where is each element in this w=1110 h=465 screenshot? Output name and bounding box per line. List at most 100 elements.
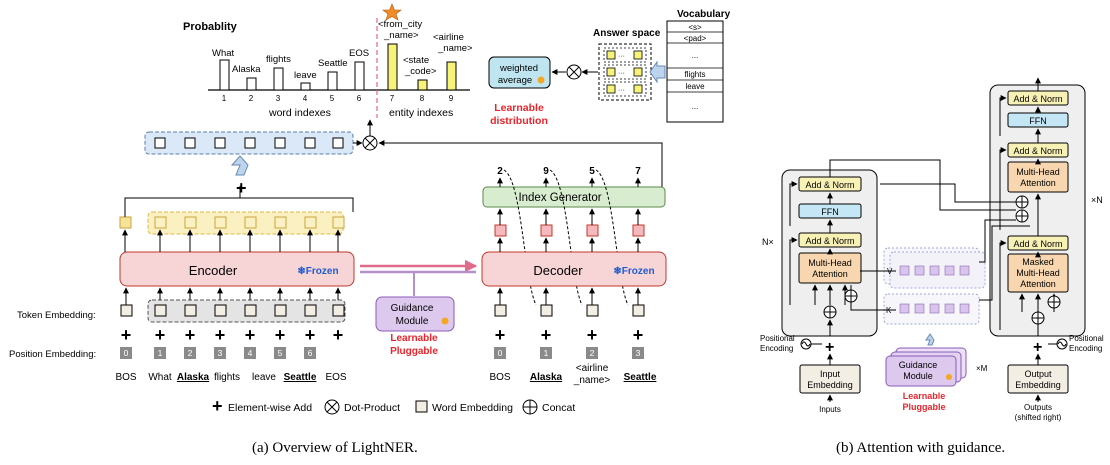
probability-title: Probablity: [183, 21, 238, 33]
enc-residual-2: [789, 181, 798, 226]
dot-product-x2: [568, 66, 580, 78]
idx-8: 8: [420, 94, 425, 103]
token-embeddings: [154, 304, 345, 317]
decoder-hidden: [494, 224, 645, 237]
vocab-item: <pad>: [684, 34, 707, 43]
svg-text:+: +: [333, 325, 344, 345]
mha-label: Multi-Head: [808, 258, 852, 268]
dec-pos: 1: [544, 348, 549, 358]
learnable-dist-1: Learnable: [494, 102, 544, 114]
guidance-module: [375, 296, 455, 332]
pos-wave: [801, 341, 811, 347]
legend-concat: Concat: [542, 402, 575, 414]
fire-icon: [441, 317, 449, 325]
bar-label-alaska: Alaska: [232, 64, 261, 75]
idx-1: 1: [222, 94, 227, 103]
dec-word: <airline: [576, 363, 609, 374]
cls-hidden: [119, 216, 132, 229]
dec-stack-arrows: [1019, 77, 1057, 336]
idx-7: 7: [390, 94, 395, 103]
input-emb-label: Embedding: [807, 380, 853, 390]
encoder-block: [119, 251, 355, 287]
weighted-label-1: weighted: [499, 63, 538, 74]
encoder-up-arrows: [122, 229, 341, 252]
arrow-generator-to-dot: [378, 140, 663, 187]
add-norm-label: Add & Norm: [1013, 239, 1062, 249]
fire-icon: [537, 76, 545, 84]
dec-word: _name>: [573, 375, 611, 386]
legend-add: Element-wise Add: [228, 402, 312, 414]
v-to-dec: [979, 219, 1016, 263]
idx-4: 4: [303, 94, 308, 103]
bar-label-leave: leave: [294, 70, 317, 81]
gen-up-arrows: [497, 177, 641, 187]
xm-label: ×M: [976, 364, 988, 373]
decoder-block: [481, 251, 667, 287]
enc-pos: 2: [188, 348, 193, 358]
idx-5: 5: [330, 94, 335, 103]
guidance-label-1: Guidance: [391, 303, 434, 314]
svg-text:+: +: [541, 325, 552, 345]
dec-pos: 0: [498, 348, 503, 358]
svg-text:+: +: [121, 325, 132, 345]
bos-token-emb: [120, 304, 133, 317]
enc-word: leave: [252, 372, 276, 383]
gen-output: 9: [543, 166, 549, 177]
token-up-arrows: [123, 287, 341, 305]
enc-word: Alaska: [177, 372, 210, 383]
svg-text:+: +: [185, 325, 196, 345]
enc-to-dec-1: [829, 159, 1016, 211]
legend-word: Word Embedding: [432, 402, 513, 414]
bar-label-flights: flights: [266, 54, 291, 65]
learnable-label: Learnable: [390, 333, 438, 344]
pluggable-label: Pluggable: [390, 346, 438, 357]
guidance-v-stack: [883, 247, 986, 289]
encoder-label: Encoder: [189, 263, 238, 278]
entity-bars: [387, 43, 457, 91]
ffn-label: FFN: [821, 207, 839, 217]
svg-text:+: +: [633, 325, 644, 345]
entity-indexes-label: entity indexes: [389, 107, 453, 119]
enc-word: flights: [214, 372, 240, 383]
decoder-up-arrows: [497, 237, 641, 252]
answer-space-items: [603, 47, 647, 97]
outputs-label: Outputs: [1024, 403, 1052, 412]
enc-pos: 1: [158, 348, 163, 358]
svg-text:+: +: [305, 325, 316, 345]
guidance-b-label: Guidance: [899, 360, 938, 370]
guidance-module-b: [885, 355, 957, 387]
nx-label: N×: [762, 237, 774, 247]
add-norm-label: Add & Norm: [1013, 94, 1062, 104]
guidance-b-label: Module: [903, 371, 933, 381]
inputs-label: Inputs: [819, 405, 841, 414]
enc-word: What: [148, 372, 172, 383]
weighted-label-2: average: [498, 75, 532, 86]
output-emb-label: Embedding: [1015, 380, 1061, 390]
enc-to-dec-2: [880, 183, 1016, 203]
guidance-up-arrow: [925, 333, 935, 346]
gen-output: 7: [635, 166, 641, 177]
bar-label-what: What: [212, 48, 235, 59]
mha-label: Attention: [812, 269, 848, 279]
svg-text:+: +: [215, 325, 226, 345]
legend-dot: Dot-Product: [344, 402, 400, 414]
vocab-item: ...: [692, 102, 699, 111]
vocab-item: leave: [685, 82, 705, 91]
idx-2: 2: [249, 94, 254, 103]
svg-text:+: +: [587, 325, 598, 345]
answer-space-title: Answer space: [593, 28, 661, 39]
gen-output: 2: [497, 166, 503, 177]
caption-b: (b) Attention with guidance.: [836, 440, 1005, 456]
k-link: [850, 302, 896, 311]
vocab-dividers: [667, 31, 723, 93]
pluggable-b: Pluggable: [902, 402, 945, 412]
enc-pos: 3: [218, 348, 223, 358]
enc-stack-arrows: [812, 192, 848, 305]
star-icon: [382, 3, 402, 21]
pos-wave-r: [1057, 341, 1067, 347]
caption-a: (a) Overview of LightNER.: [252, 440, 418, 456]
bar-label-state-1: <state: [403, 55, 429, 66]
encoder-hidden: [154, 216, 345, 229]
bar-label-from-city-2: _name>: [383, 30, 419, 41]
